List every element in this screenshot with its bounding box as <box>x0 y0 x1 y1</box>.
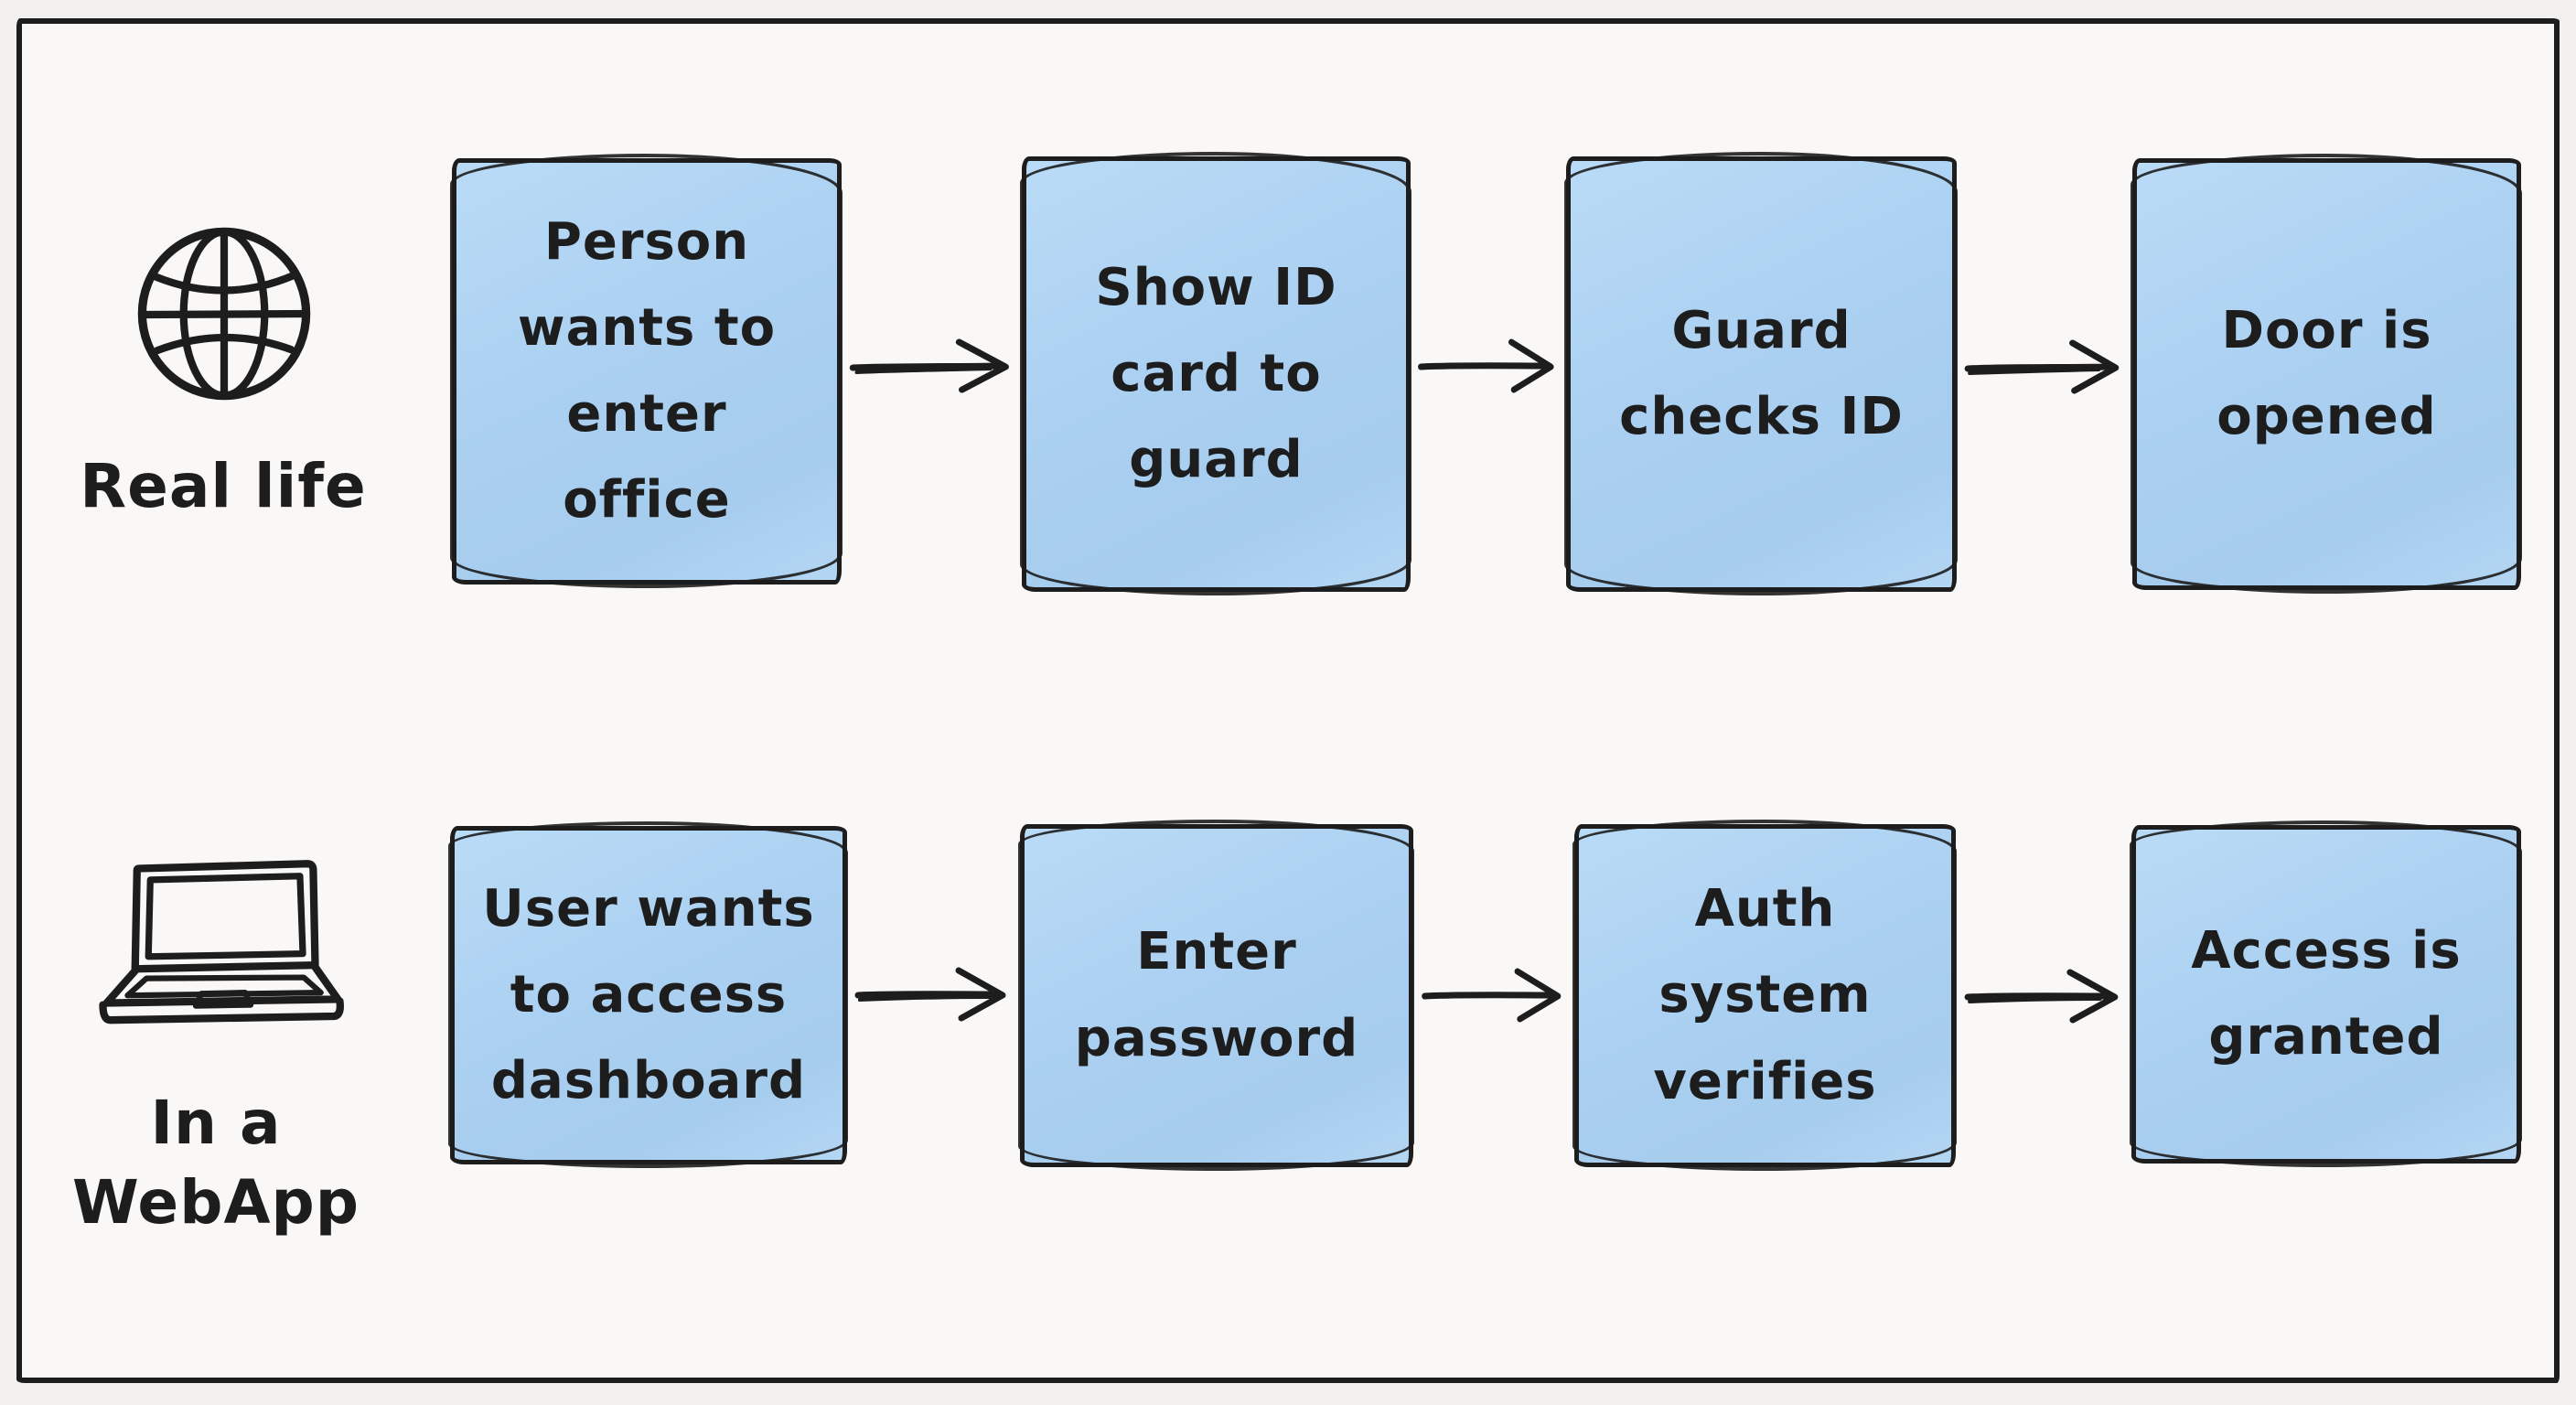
flow-arrow-icon <box>1964 339 2120 394</box>
step-box-enter-password: Enter password <box>1018 820 1414 1171</box>
step-text: Show ID card to guard <box>1095 257 1337 490</box>
laptop-icon <box>90 853 355 1072</box>
step-text: Door is opened <box>2216 300 2437 446</box>
lane-label-real-life: Real life <box>80 451 367 521</box>
step-box-door-is-opened: Door is opened <box>2131 154 2522 594</box>
flow-arrow-icon <box>1964 969 2119 1024</box>
flow-arrow-icon <box>854 967 1006 1022</box>
step-box-user-wants-to-access-dashboard: User wants to access dashboard <box>448 821 848 1168</box>
outer-frame: Real life Person wants to enter office S… <box>16 18 2560 1383</box>
step-text: Guard checks ID <box>1619 300 1904 446</box>
step-text: User wants to access dashboard <box>482 878 815 1111</box>
step-text: Person wants to enter office <box>517 211 777 531</box>
step-box-guard-checks-id: Guard checks ID <box>1564 152 1958 595</box>
lane-label-in-a-webapp: In a WebApp <box>71 1088 360 1239</box>
flow-arrow-icon <box>849 338 1009 393</box>
step-text: Enter password <box>1074 922 1359 1068</box>
step-box-access-is-granted: Access is granted <box>2130 820 2522 1167</box>
step-text: Access is granted <box>2191 920 2462 1067</box>
flow-arrow-icon <box>1422 968 1562 1023</box>
step-text: Auth system verifies <box>1653 879 1877 1111</box>
flow-arrow-icon <box>1418 338 1554 393</box>
step-box-person-wants-to-enter-office: Person wants to enter office <box>450 154 843 588</box>
step-box-show-id-card-to-guard: Show ID card to guard <box>1020 152 1411 595</box>
globe-icon <box>130 216 318 412</box>
step-box-auth-system-verifies: Auth system verifies <box>1572 820 1957 1171</box>
